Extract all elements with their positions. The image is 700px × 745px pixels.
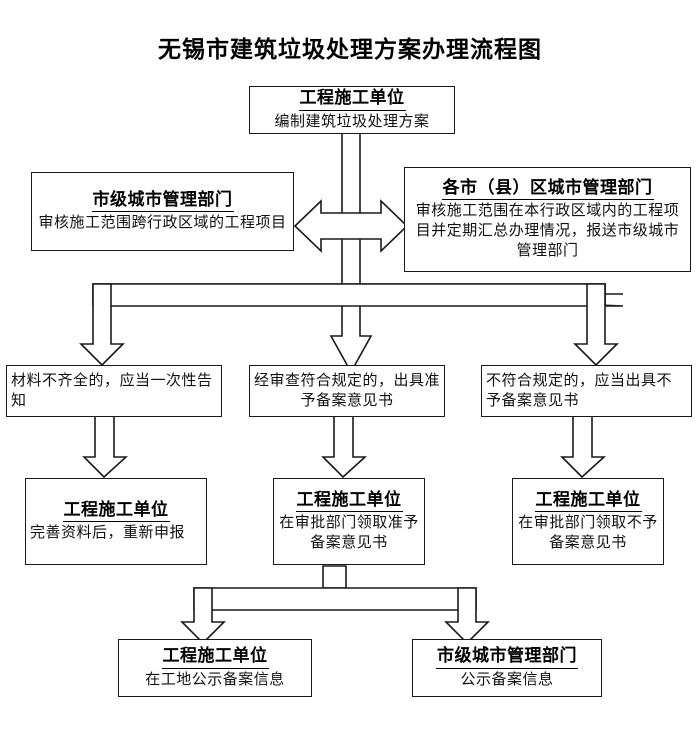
connector-bidirectional-arrow — [293, 195, 409, 257]
node-publish-authority-header: 市级城市管理部门 — [436, 646, 578, 669]
page-title: 无锡市建筑垃圾处理方案办理流程图 — [158, 37, 542, 63]
node-action-collect-approval-header: 工程施工单位 — [295, 490, 403, 513]
node-top-body: 编制建筑垃圾处理方案 — [274, 111, 430, 130]
node-publish-site-body: 在工地公示备案信息 — [145, 669, 285, 688]
node-publish-authority[interactable]: 市级城市管理部门 公示备案信息 — [412, 639, 602, 697]
node-result-approved[interactable]: 经审查符合规定的，出具准予备案意见书 — [249, 365, 445, 417]
node-top[interactable]: 工程施工单位 编制建筑垃圾处理方案 — [249, 86, 455, 134]
node-action-resubmit-body: 完善资料后，重新申报 — [30, 523, 186, 542]
node-right-authority-header: 各市（县）区城市管理部门 — [441, 178, 654, 201]
node-left-authority[interactable]: 市级城市管理部门 审核施工范围跨行政区域的工程项目 — [31, 172, 294, 251]
node-publish-site[interactable]: 工程施工单位 在工地公示备案信息 — [118, 639, 312, 697]
connector-branch-center — [321, 415, 368, 479]
node-publish-authority-body: 公示备案信息 — [460, 669, 554, 688]
node-result-incomplete[interactable]: 材料不齐全的，应当一次性告知 — [6, 365, 222, 417]
node-action-collect-approval-body: 在审批部门领取准予备案意见书 — [279, 513, 419, 552]
node-left-authority-header: 市级城市管理部门 — [91, 190, 234, 213]
node-right-authority[interactable]: 各市（县）区城市管理部门 审核施工范围在本行政区域内的工程项目并定期汇总办理情况… — [404, 167, 691, 272]
node-action-resubmit[interactable]: 工程施工单位 完善资料后，重新申报 — [25, 478, 207, 565]
node-left-authority-body: 审核施工范围跨行政区域的工程项目 — [38, 213, 287, 232]
node-action-resubmit-header: 工程施工单位 — [62, 500, 170, 523]
node-result-incomplete-body: 材料不齐全的，应当一次性告知 — [11, 371, 213, 409]
connector-split-two — [180, 565, 510, 645]
node-result-rejected[interactable]: 不符合规定的，应当出具不予备案意见书 — [481, 365, 692, 417]
node-action-collect-rejection[interactable]: 工程施工单位 在审批部门领取不予备案意见书 — [512, 478, 664, 565]
node-action-collect-rejection-header: 工程施工单位 — [534, 490, 642, 513]
node-top-header: 工程施工单位 — [298, 88, 406, 111]
node-result-rejected-body: 不符合规定的，应当出具不予备案意见书 — [486, 371, 673, 409]
connector-split-three — [75, 283, 624, 367]
connector-branch-left — [82, 415, 129, 479]
node-right-authority-body: 审核施工范围在本行政区域内的工程项目并定期汇总办理情况，报送市级城市管理部门 — [415, 201, 680, 260]
node-action-collect-approval[interactable]: 工程施工单位 在审批部门领取准予备案意见书 — [273, 478, 425, 565]
node-result-approved-body: 经审查符合规定的，出具准予备案意见书 — [254, 371, 441, 409]
connector-branch-right — [560, 415, 607, 479]
connector-trunk-down — [329, 130, 373, 374]
node-publish-site-header: 工程施工单位 — [161, 646, 269, 669]
node-action-collect-rejection-body: 在审批部门领取不予备案意见书 — [518, 513, 658, 552]
